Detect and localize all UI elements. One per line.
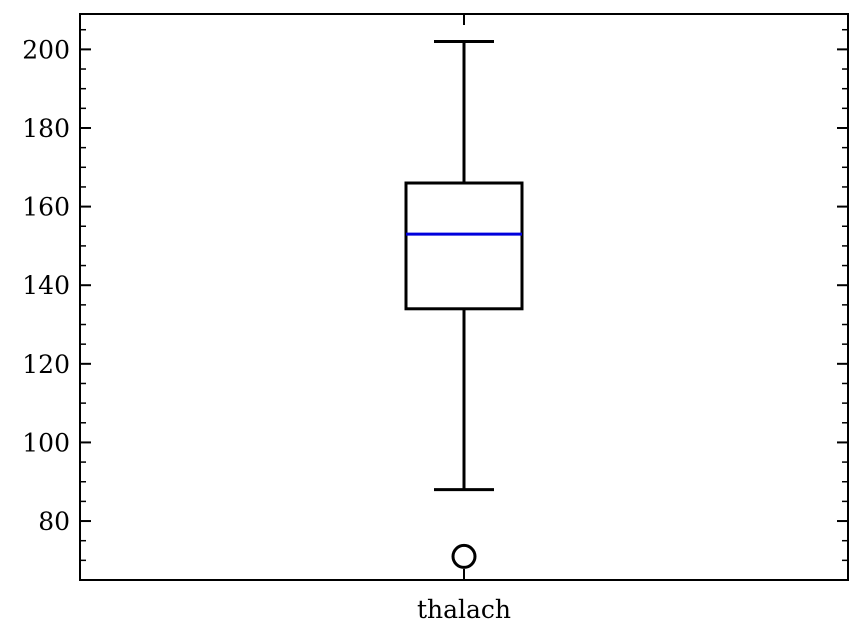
box-thalach <box>404 40 524 569</box>
y-tick-label: 80 <box>38 507 70 536</box>
y-tick-label: 140 <box>22 271 70 300</box>
y-tick-label: 100 <box>22 428 70 457</box>
y-tick-label: 180 <box>22 114 70 143</box>
x-tick-label: thalach <box>417 595 511 624</box>
x-axis-tick-labels: thalach <box>417 595 511 624</box>
outlier-point <box>451 543 477 569</box>
iqr-box <box>404 181 524 311</box>
boxes <box>404 40 524 569</box>
y-tick-label: 120 <box>22 350 70 379</box>
y-tick-label: 200 <box>22 35 70 64</box>
y-axis-ticks <box>80 28 848 581</box>
y-tick-label: 160 <box>22 193 70 222</box>
y-axis-tick-labels: 80 100 120 140 160 180 200 <box>22 35 70 536</box>
